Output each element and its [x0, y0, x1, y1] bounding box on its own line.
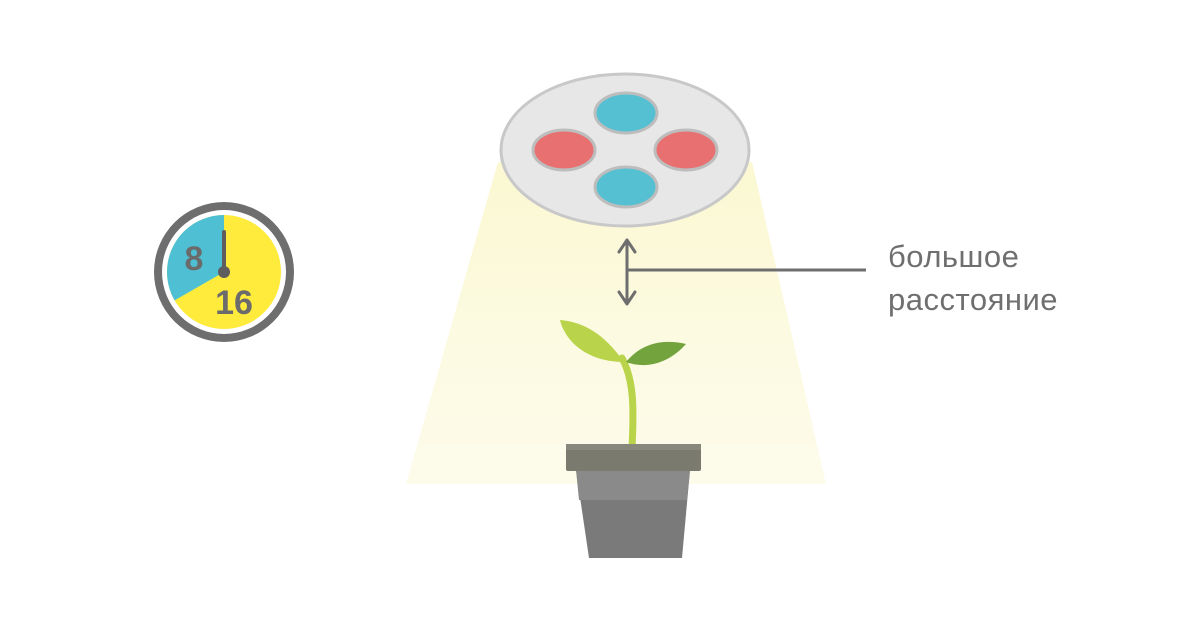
led-blue-top: [593, 91, 659, 135]
clock-icon: 8 16: [154, 202, 294, 342]
seedling-leaf-right: [626, 341, 686, 366]
led-red-left: [531, 128, 597, 172]
seedling-icon: [560, 320, 686, 452]
flower-pot-icon: [566, 444, 701, 558]
clock-dark-sector: [167, 215, 224, 301]
clock-dark-hours: 8: [185, 240, 204, 278]
double-arrow-icon: [617, 238, 637, 306]
clock-light-hours: 16: [215, 284, 253, 322]
distance-label-line1: большое: [888, 239, 1020, 274]
led-red-right: [653, 128, 719, 172]
grow-lamp-icon: [499, 72, 751, 228]
led-blue-bottom: [593, 165, 659, 209]
distance-label-line2: расстояние: [888, 282, 1059, 317]
seedling-leaf-left: [560, 320, 624, 362]
light-beam: [406, 162, 826, 484]
